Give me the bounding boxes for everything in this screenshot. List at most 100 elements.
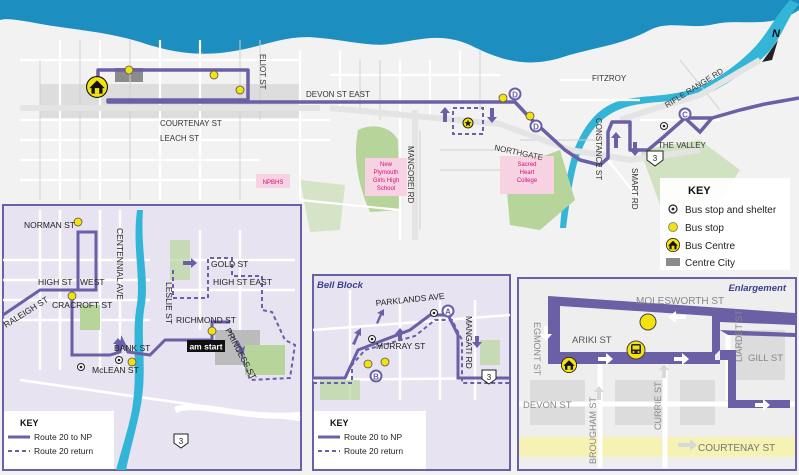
label-west: WEST <box>80 277 105 287</box>
direction-arrow-up <box>440 107 450 122</box>
legend-centre-city-swatch <box>666 258 680 266</box>
bell-block-route <box>313 313 510 380</box>
landmark-girls-high-4: School <box>377 186 395 192</box>
inset-left-key-title: KEY <box>20 418 39 428</box>
bus-stop <box>127 357 137 367</box>
bus-stop <box>380 357 390 367</box>
inset-enlargement-title: Enlargement <box>728 283 786 294</box>
direction-arrow-right <box>674 353 689 365</box>
svg-text:3: 3 <box>653 154 658 163</box>
landmark-npbhs: NPBHS <box>263 180 284 186</box>
route-20-loop-east <box>683 116 714 135</box>
label-gill-st: GILL ST <box>748 353 783 364</box>
stop-marker-d-north: D <box>508 87 522 101</box>
direction-arrow-left <box>668 311 686 323</box>
direction-arrow-up-grey <box>659 364 669 378</box>
bus-stop <box>639 313 657 331</box>
bus-centre-icon <box>561 357 577 373</box>
inset-left-key-route-return: Route 20 return <box>34 446 93 456</box>
bus-stop <box>209 70 219 80</box>
bus-stop <box>207 326 217 336</box>
inset-left-key-route-to: Route 20 to NP <box>34 432 92 442</box>
bus-stop <box>67 291 77 301</box>
legend-label-centre-city: Centre City <box>685 258 735 269</box>
direction-arrow-up <box>352 328 361 345</box>
direction-arrow-right <box>755 399 770 411</box>
direction-arrow-up <box>395 328 405 341</box>
bus-stop <box>525 111 535 121</box>
label-leach-st: LEACH ST <box>160 134 199 143</box>
label-leslie-st: LESLIE ST <box>164 282 174 324</box>
label-courtenay-st: COURTENAY ST <box>160 119 222 128</box>
state-highway-3-shield: 3 <box>646 150 664 167</box>
am-start-label: am start <box>189 342 222 352</box>
landmark-girls-high-1: New <box>380 162 393 168</box>
label-liardet-st: LIARDET ST <box>734 310 744 362</box>
label-bank-st: BANK ST <box>114 343 150 353</box>
label-the-valley: THE VALLEY <box>658 141 707 150</box>
stop-marker-d-south: D <box>529 119 543 133</box>
label-constance-st: CONSTANCE ST <box>594 118 603 180</box>
svg-text:3: 3 <box>487 373 492 382</box>
label-high-st: HIGH ST <box>38 277 72 287</box>
bus-icon <box>626 340 646 360</box>
stop-marker-c: C <box>678 107 692 121</box>
landmark-sacred-heart-3: College <box>517 178 538 184</box>
label-ariki-st: ARIKI ST <box>572 335 612 346</box>
dashed-loop <box>452 107 484 135</box>
stop-label-a: A <box>445 308 451 317</box>
legend-title: KEY <box>688 185 711 197</box>
label-eliot-st: ELIOT ST <box>258 54 267 90</box>
bus-centre-icon <box>666 238 680 252</box>
direction-arrow-down <box>472 336 482 348</box>
label-egmont-st: EGMONT ST <box>532 322 542 376</box>
label-courtenay-st-enl: COURTENAY ST <box>698 443 775 454</box>
inset-bell-block-title: Bell Block <box>317 280 364 291</box>
bus-centre-icon <box>86 76 108 98</box>
label-brougham-st: BROUGHAM ST <box>588 396 598 464</box>
stop-label-d: D <box>533 123 539 132</box>
label-high-st-east: HIGH ST EAST <box>213 277 272 287</box>
inset-bell-block: A B 3 Bell Block PARKLANDS AVE MURRAY ST… <box>312 274 511 471</box>
direction-arrow-up-grey <box>594 386 604 400</box>
stop-marker-a: A <box>441 304 455 318</box>
am-start-badge <box>187 340 225 352</box>
stop-label-d: D <box>512 91 518 100</box>
inset-mid-key-route-to: Route 20 to NP <box>344 432 402 442</box>
bus-stop <box>363 359 373 369</box>
svg-text:3: 3 <box>179 437 184 446</box>
inset-left: am start NORMAN ST CENTENNIAL AVE HIGH S… <box>2 204 302 471</box>
legend: KEY Bus stop and shelter Bus stop Bus Ce… <box>660 178 790 270</box>
label-mclean-st: McLEAN ST <box>92 365 139 375</box>
star-icon <box>464 119 472 127</box>
route-shield-3: 3 <box>173 433 189 449</box>
direction-arrow-right <box>183 258 197 268</box>
park <box>300 180 345 232</box>
label-norman-st: NORMAN ST <box>24 220 75 230</box>
label-cracroft-st: CRACROFT ST <box>52 300 112 310</box>
landmark-girls-high-3: Girls High <box>373 178 399 184</box>
label-gold-st: GOLD ST <box>211 259 248 269</box>
stop-label-c: C <box>682 111 688 120</box>
legend-stop-symbol <box>668 222 678 232</box>
landmark-sacred-heart-1: Sacred <box>517 162 536 168</box>
direction-arrow-right-grey <box>678 439 697 451</box>
inset-mid-key <box>314 411 426 469</box>
legend-label-shelter: Bus stop and shelter <box>685 205 777 216</box>
bus-stop <box>124 65 134 75</box>
label-murray-st: MURRAY ST <box>376 341 425 351</box>
river <box>560 0 799 228</box>
label-richmond-st: RICHMOND ST <box>176 315 236 325</box>
legend-label-stop: Bus stop <box>685 223 724 234</box>
direction-arrow-down <box>540 326 552 341</box>
inset-mid-key-route-return: Route 20 return <box>344 446 403 456</box>
inset-left-route <box>2 230 230 357</box>
street-grid <box>20 40 720 240</box>
label-molesworth-st: MOLESWORTH ST <box>636 296 724 307</box>
label-mangorei-rd: MANGOREI RD <box>406 146 415 204</box>
inset-enlargement: Enlargement MOLESWORTH ST EGMONT ST ARIK… <box>517 277 797 471</box>
north-arrow: N <box>762 28 781 62</box>
direction-arrow-up <box>611 132 621 148</box>
inset-left-key <box>4 411 114 469</box>
